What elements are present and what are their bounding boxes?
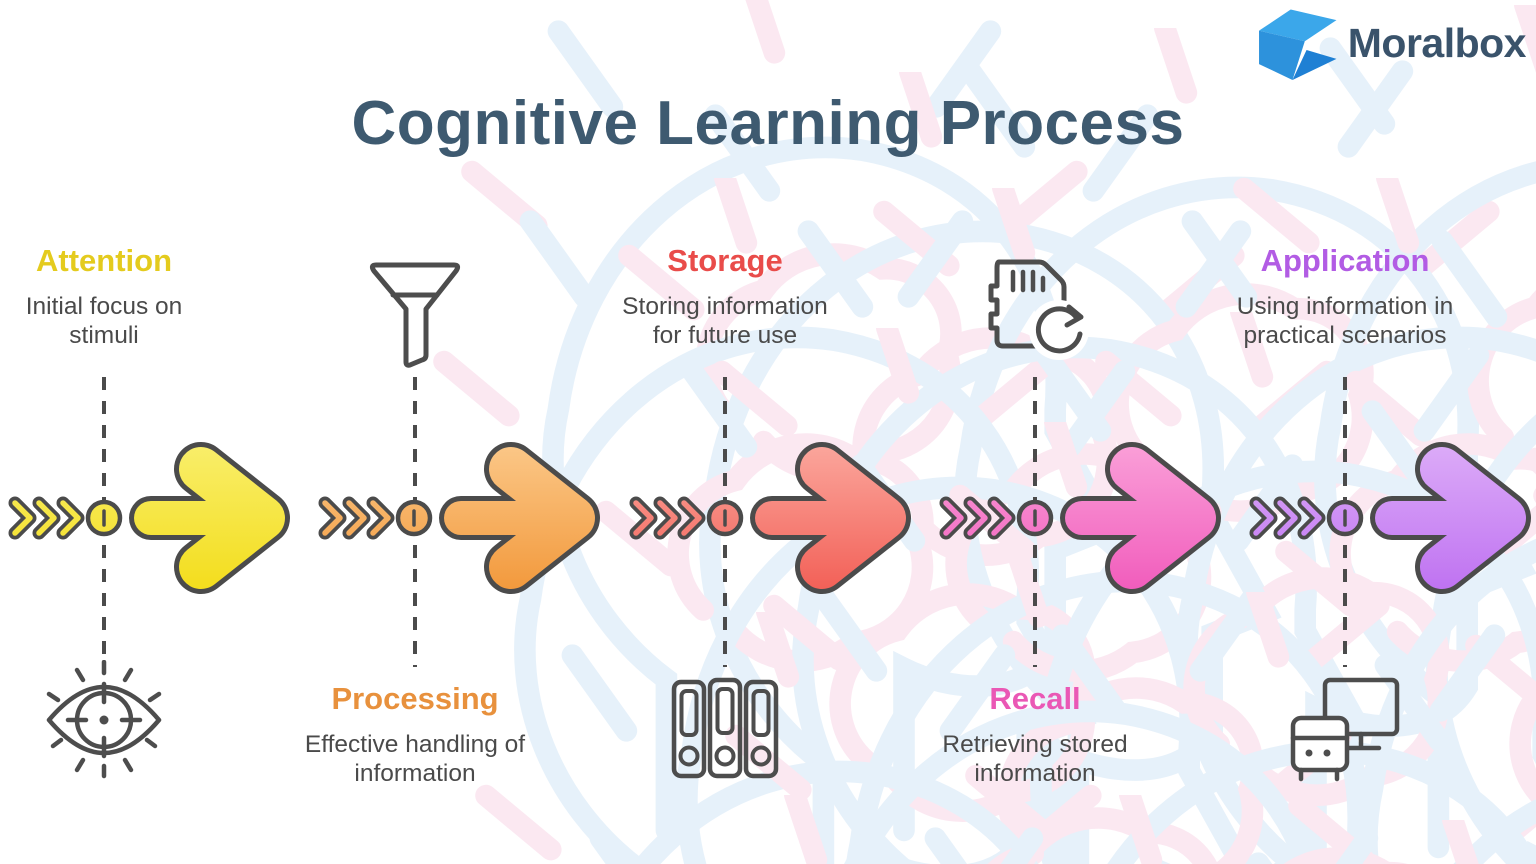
funnel-icon <box>369 262 461 368</box>
brain-head-watermark-icon <box>722 188 1359 864</box>
dashed-timeline <box>723 377 727 667</box>
box-logo-icon <box>1258 9 1337 80</box>
stage-description: Storing information for future use <box>622 293 828 349</box>
dashed-timeline <box>102 377 106 667</box>
stage-description: Effective handling of information <box>304 731 526 787</box>
brain-head-watermark-icon <box>960 312 1536 864</box>
dashed-timeline <box>1343 377 1347 667</box>
dashed-timeline <box>413 377 417 667</box>
page-title: Cognitive Learning Process <box>351 89 1185 158</box>
brain-head-watermark-icon <box>849 795 1486 864</box>
archive-binders-icon <box>671 677 779 779</box>
brain-head-watermark-icon <box>736 552 1373 864</box>
brain-head-watermark-icon <box>444 178 1081 864</box>
progress-arrow-icon <box>315 433 615 603</box>
brain-head-watermark-icon <box>486 612 1123 864</box>
stage-description: Retrieving stored information <box>942 731 1128 787</box>
brain-head-watermark-icon <box>1106 178 1536 864</box>
brain-head-watermark-icon <box>1356 198 1536 864</box>
brain-head-watermark-icon <box>774 422 1411 864</box>
brain-head-watermark-icon <box>1172 820 1536 864</box>
brain-head-watermark-icon <box>606 328 1243 864</box>
logo-text: Moralbox <box>1347 19 1527 66</box>
moralbox-logo: Moralbox <box>1252 4 1527 82</box>
progress-arrow-icon <box>1246 433 1536 603</box>
memory-card-refresh-icon <box>988 259 1089 360</box>
brain-head-watermark-icon <box>1496 808 1536 864</box>
brain-head-watermark-icon <box>1299 622 1536 864</box>
progress-arrow-icon <box>5 433 305 603</box>
brain-head-watermark-icon <box>976 592 1536 864</box>
progress-arrow-icon <box>936 433 1236 603</box>
computer-workstation-icon <box>1290 677 1400 782</box>
brain-head-watermark-icon <box>514 795 1151 864</box>
stage-label: Recall <box>989 681 1081 716</box>
stage-label: Attention <box>35 243 173 278</box>
eye-focus-icon <box>46 660 162 779</box>
brain-head-watermark-icon <box>1476 462 1536 864</box>
brain-head-watermark-icon <box>1286 368 1536 864</box>
stage-description: Using information in practical scenarios <box>1236 293 1454 349</box>
brain-head-watermark-icon <box>629 72 1266 864</box>
dashed-timeline <box>1033 377 1037 667</box>
stage-label: Application <box>1260 243 1430 278</box>
stage-label: Processing <box>331 681 499 716</box>
stage-description: Initial focus on stimuli <box>25 293 183 349</box>
progress-arrow-icon <box>626 433 926 603</box>
stage-label: Storage <box>667 243 783 278</box>
